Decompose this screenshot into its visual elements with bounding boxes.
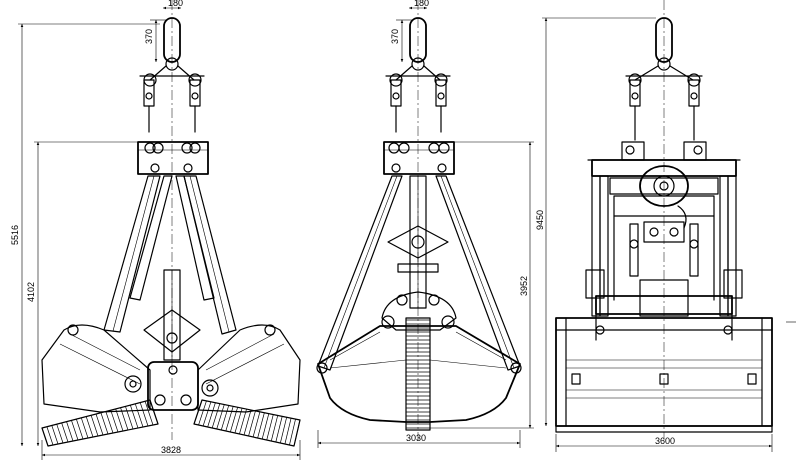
upper-pulley-right (188, 73, 202, 133)
tooth-line (275, 416, 283, 443)
tooth-line (85, 416, 94, 438)
tooth-line (266, 414, 274, 441)
tooth-line (105, 411, 114, 434)
upper-pulley-left (143, 73, 157, 133)
tooth-line (293, 419, 301, 447)
center-column (387, 175, 449, 309)
center-teeth-strip (405, 317, 431, 431)
dim-label: 370 (144, 29, 154, 44)
tooth-line (257, 412, 265, 439)
tooth-line (198, 400, 207, 426)
inner-linkage (629, 205, 699, 277)
tooth-line (261, 413, 270, 440)
upper-crossbeam (383, 141, 455, 175)
lifting-ring-icon (409, 17, 427, 71)
dim-label: 3952 (519, 276, 529, 296)
tooth-line (207, 402, 216, 428)
bucket-body (555, 317, 773, 433)
dimension-3828: 3828 (41, 440, 301, 460)
tooth-line (41, 427, 49, 447)
tooth-line (115, 408, 124, 432)
tooth-line (61, 422, 69, 443)
tooth-line (202, 401, 212, 427)
dimension-3952: 3952 (430, 141, 534, 429)
tooth-line (243, 409, 252, 436)
dim-label: 3600 (655, 436, 675, 446)
tooth-line (211, 403, 221, 429)
dimension-4102: 4102 (26, 141, 138, 446)
upper-pulley-left (628, 73, 642, 141)
tooth-line (125, 406, 134, 430)
tooth-line (239, 408, 247, 435)
upper-pulley-left (389, 73, 403, 133)
dimension-9450: 9450 (535, 17, 656, 426)
dim-label: 3828 (161, 445, 181, 455)
tooth-line (289, 419, 296, 446)
tooth-line (193, 399, 203, 425)
dimension-3030: 3030 (317, 430, 521, 448)
tooth-line (234, 408, 243, 434)
upper-pulley-right (687, 73, 701, 141)
tooth-line (71, 420, 79, 441)
tooth-line (56, 424, 64, 444)
dim-label: 370 (390, 29, 400, 44)
dimension-3600: 3600 (555, 434, 773, 452)
dim-label: 5516 (10, 225, 20, 245)
dimension-370-view2: 370 (390, 19, 412, 62)
tooth-line (284, 418, 292, 445)
tooth-line (144, 401, 154, 426)
dim-label: 3030 (406, 433, 426, 443)
tooth-line (80, 417, 89, 439)
left-jaw (41, 324, 151, 413)
upper-pulley-right (434, 73, 448, 133)
dimension-180-view1: 180 (163, 0, 183, 10)
dim-label: 4102 (26, 282, 36, 302)
teeth-hatch-view2 (406, 319, 430, 429)
tooth-line (225, 406, 234, 432)
tooth-line (95, 413, 104, 436)
right-jaw (197, 324, 301, 413)
tooth-line (46, 426, 54, 446)
tooth-line (230, 407, 238, 433)
tooth-line (220, 405, 230, 431)
tooth-line (252, 411, 261, 438)
tooth-line (248, 410, 256, 437)
tooth-line (280, 417, 287, 444)
tooth-line (139, 402, 149, 427)
tooth-line (134, 403, 144, 428)
center-column (143, 269, 201, 361)
dim-label: 9450 (535, 210, 545, 230)
dim-label: 180 (414, 0, 429, 8)
dim-label: 180 (168, 0, 183, 8)
upper-crossbeam (137, 141, 209, 175)
lifting-ring-icon (655, 17, 673, 71)
tooth-line (51, 425, 59, 445)
tooth-line (120, 407, 129, 431)
tooth-line (110, 410, 119, 433)
side-view: 9450 3600 (535, 0, 796, 452)
tooth-line (100, 412, 109, 435)
hinge-plate (381, 291, 457, 331)
dimension-180-view2: 180 (409, 0, 429, 10)
tooth-line (66, 421, 74, 442)
tooth-line (90, 415, 99, 437)
lower-beam (147, 361, 199, 411)
tooth-line (216, 404, 225, 430)
closed-bucket (316, 325, 522, 423)
left-teeth-strip (41, 399, 159, 447)
dimension-5516: 5516 (10, 23, 160, 446)
dimension-370-view1: 370 (144, 19, 166, 62)
open-grab-view: 180 370 5516 4102 3828 (10, 0, 301, 460)
tooth-line (76, 418, 84, 440)
tooth-line (149, 399, 159, 425)
closed-grab-view: 180 370 3952 3030 (316, 0, 534, 448)
tooth-line (130, 404, 139, 429)
tooth-line (270, 415, 279, 442)
teeth-hatch-view1 (41, 399, 301, 447)
lifting-ring-icon (163, 17, 181, 71)
